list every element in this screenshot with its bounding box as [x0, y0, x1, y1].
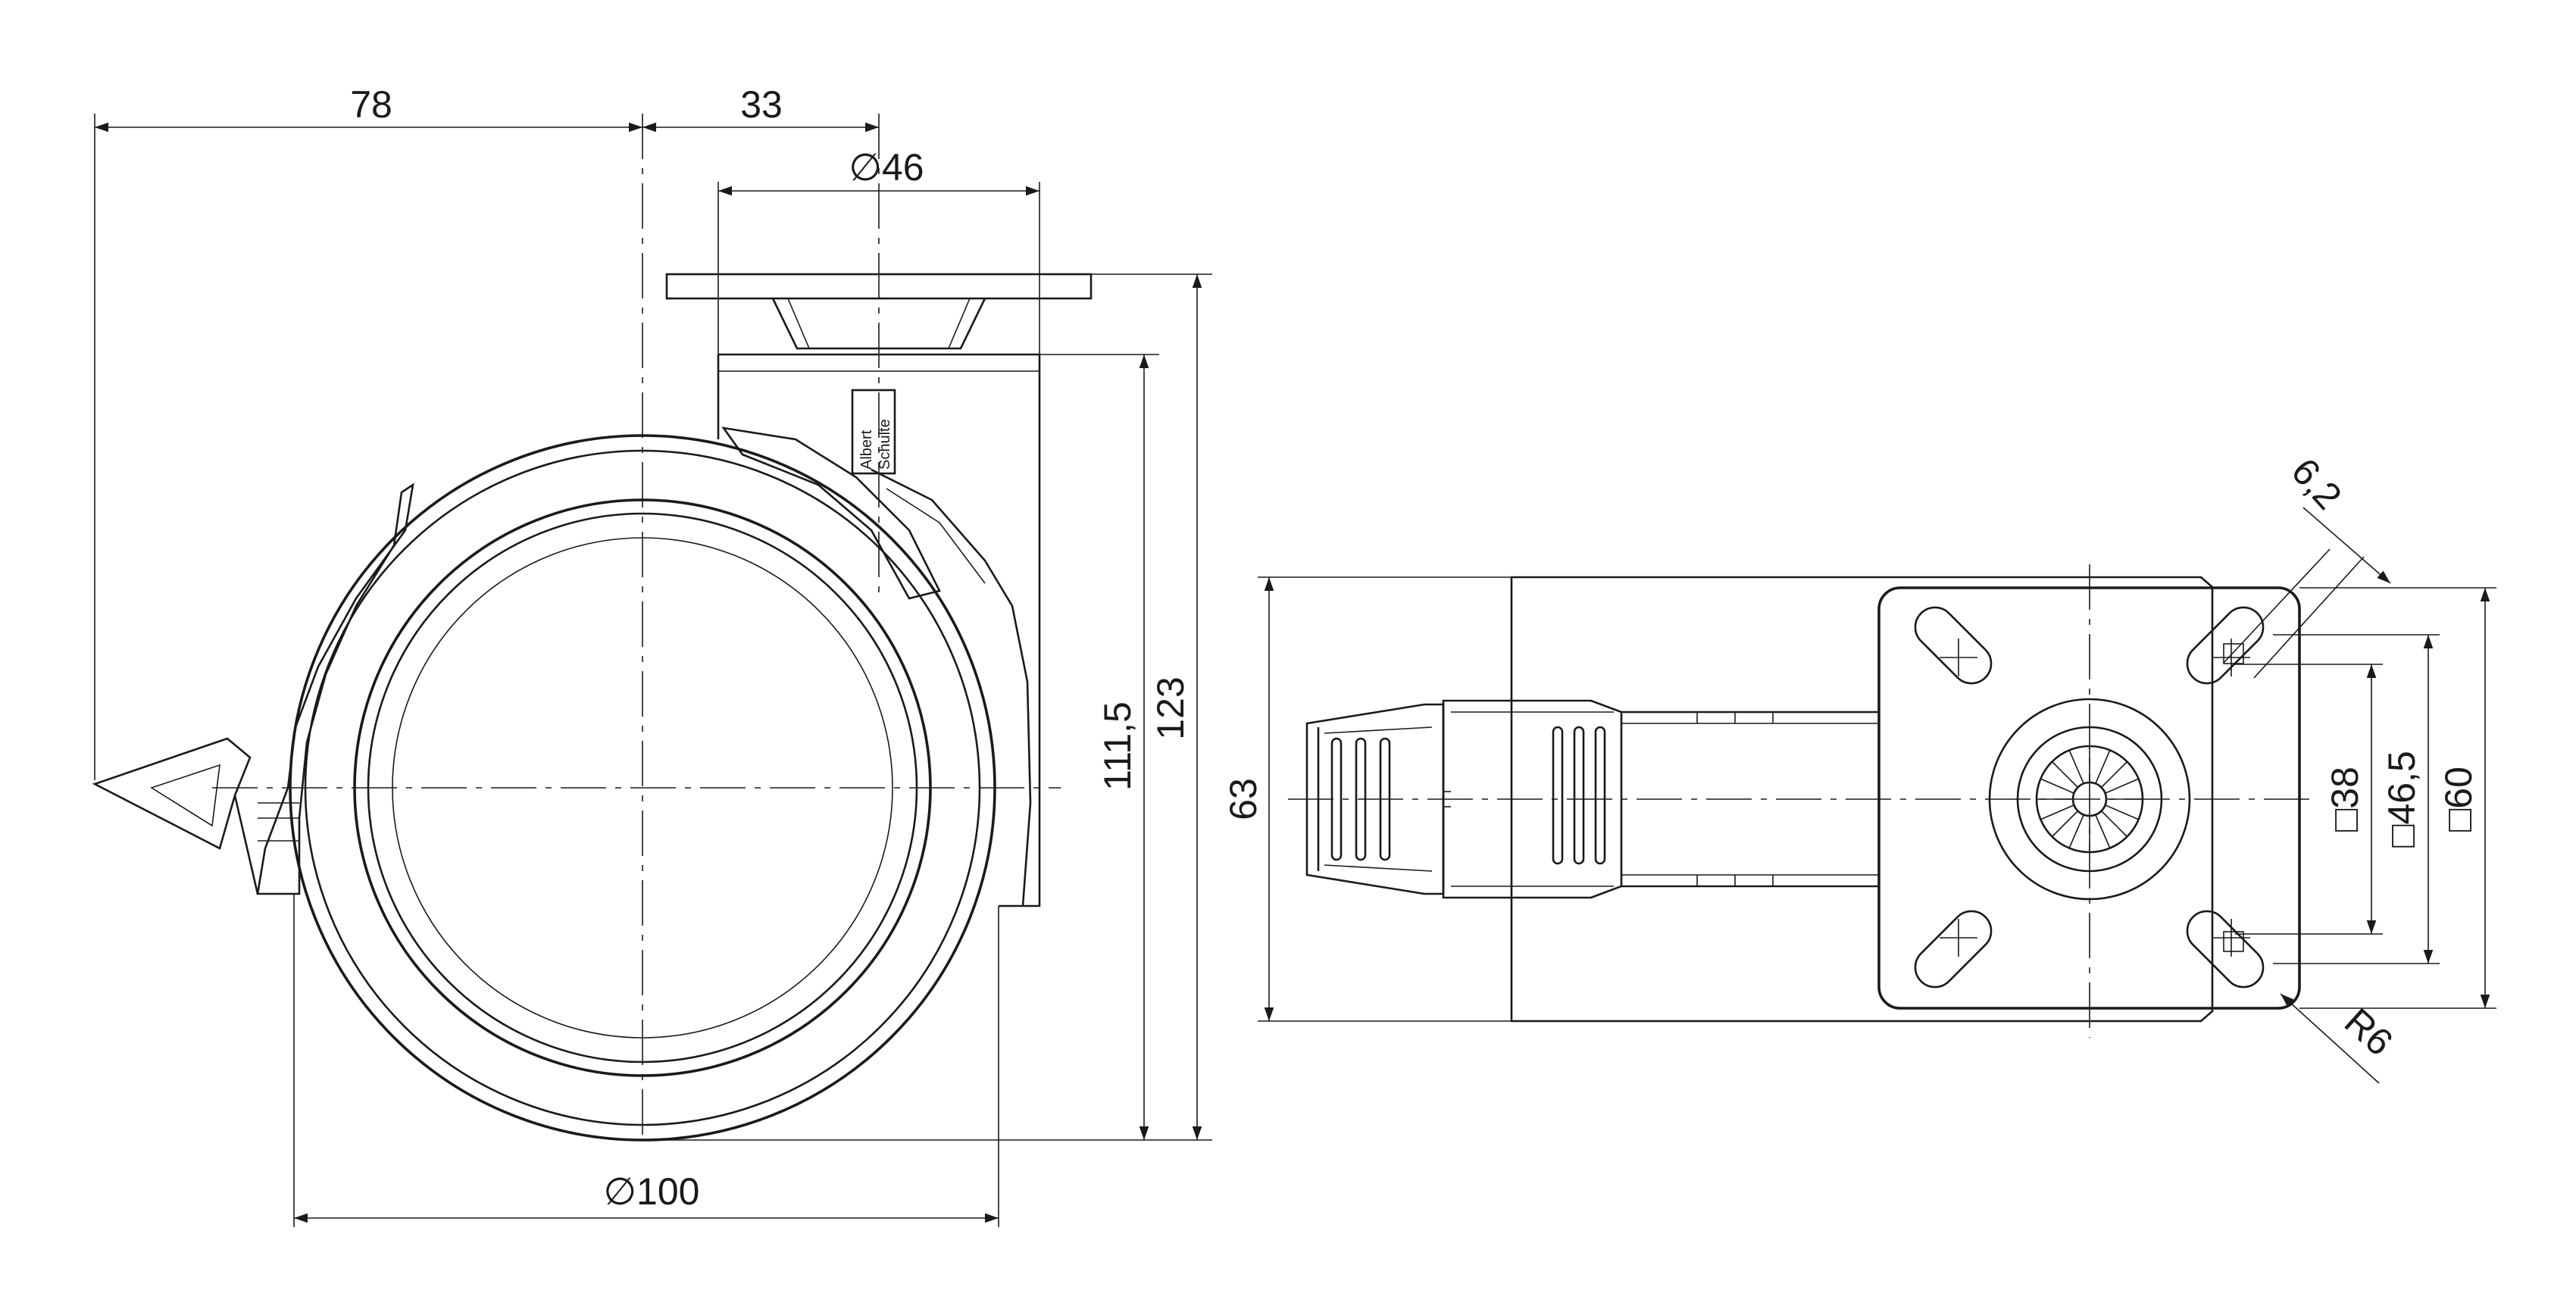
dim-radius-6: R6: [2337, 1000, 2401, 1064]
svg-text:Albert: Albert: [858, 429, 875, 470]
dim-111-5: 111,5: [1096, 701, 1139, 791]
dim-63: 63: [1222, 778, 1265, 820]
brake-lever-top: [1442, 699, 1879, 899]
mounting-slots: [1914, 606, 2265, 989]
dim-square-60: □60: [2437, 767, 2480, 832]
side-view: Albert Schulte 78: [92, 83, 1212, 1227]
top-view: 63 □38 □46,5 □60 6,2 R6: [1222, 450, 2496, 1084]
fork-arm: [871, 468, 1032, 907]
brake-wedge: [721, 426, 941, 600]
dim-123: 123: [1149, 676, 1192, 739]
brake-lever: [92, 483, 414, 895]
dim-diameter-46: ∅46: [849, 146, 924, 189]
brand-logo: Albert Schulte: [851, 389, 896, 475]
dim-33: 33: [740, 83, 783, 126]
dim-6-2: 6,2: [2284, 450, 2350, 517]
svg-text:Schulte: Schulte: [877, 419, 893, 470]
dim-78: 78: [350, 83, 392, 126]
dim-diameter-100: ∅100: [604, 1170, 700, 1213]
dim-square-46-5: □46,5: [2381, 751, 2423, 848]
dim-square-38: □38: [2324, 767, 2366, 832]
